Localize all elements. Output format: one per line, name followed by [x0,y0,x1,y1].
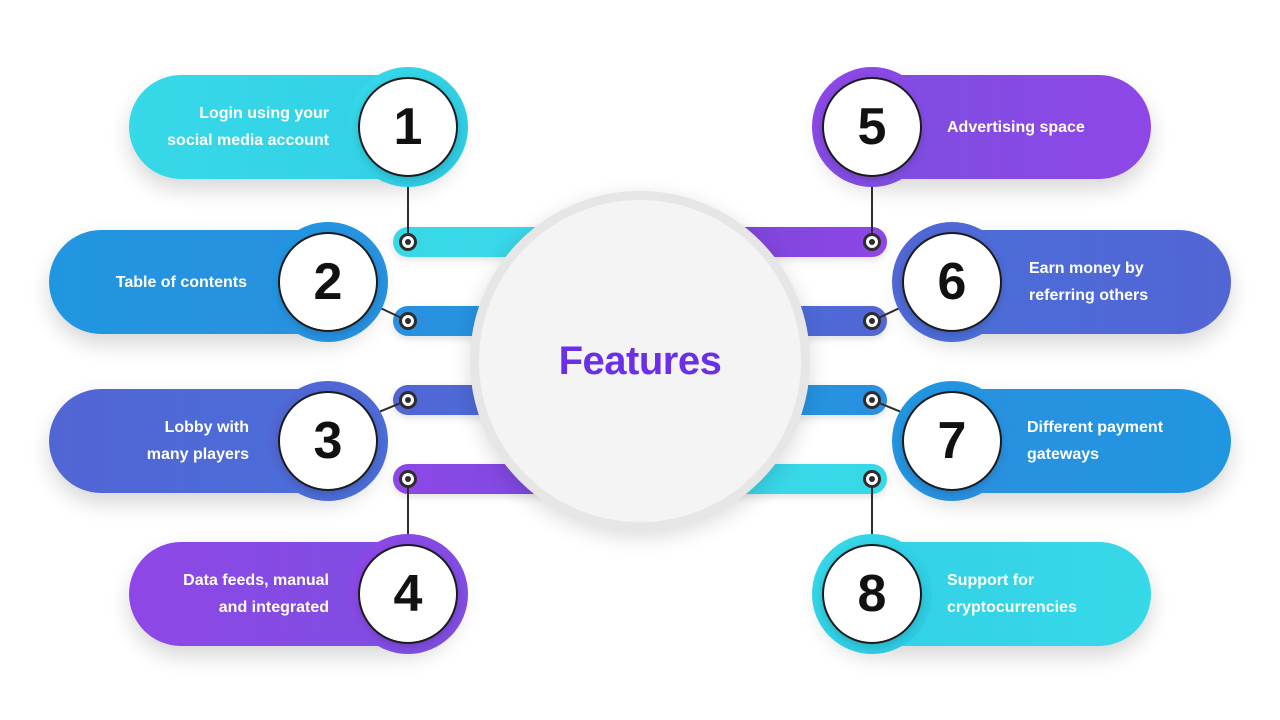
number-badge-3: 3 [268,381,388,501]
number-badge-7: 7 [892,381,1012,501]
number-8: 8 [822,544,922,644]
feature-text-2: Table of contents [59,230,247,334]
feature-text-5: Advertising space [947,75,1142,179]
feature-text-8-line-1: Support for [947,572,1035,589]
number-5: 5 [822,77,922,177]
number-1: 1 [358,77,458,177]
feature-text-7: Different payment gateways [1027,389,1224,493]
connector-dot-6 [863,312,881,330]
number-badge-2: 2 [268,222,388,342]
connector-dot-8 [863,470,881,488]
feature-text-1-line-2: social media account [167,132,329,149]
feature-text-6: Earn money by referring others [1029,230,1224,334]
feature-text-7-line-2: gateways [1027,446,1100,463]
number-2: 2 [278,232,378,332]
connector-dot-4 [399,470,417,488]
feature-text-5-line-1: Advertising space [947,118,1085,136]
feature-text-4-line-1: Data feeds, manual [183,572,329,589]
number-6: 6 [902,232,1002,332]
feature-text-4: Data feeds, manual and integrated [139,542,329,646]
number-badge-5: 5 [812,67,932,187]
connector-dot-2 [399,312,417,330]
connector-dot-3 [399,391,417,409]
feature-text-1: Login using your social media account [139,75,329,179]
feature-text-4-line-2: and integrated [218,599,329,616]
feature-text-3: Lobby with many players [59,389,249,493]
feature-text-2-line-1: Table of contents [115,273,247,291]
number-4: 4 [358,544,458,644]
feature-text-1-line-1: Login using your [199,105,329,122]
connector-dot-1 [399,233,417,251]
feature-text-6-line-1: Earn money by [1029,260,1144,277]
feature-text-8-line-2: cryptocurrencies [947,599,1077,616]
feature-text-3-line-1: Lobby with [164,419,249,436]
number-badge-8: 8 [812,534,932,654]
number-3: 3 [278,391,378,491]
number-badge-4: 4 [348,534,468,654]
center-circle: Features [470,191,810,531]
connector-dot-7 [863,391,881,409]
feature-text-3-line-2: many players [146,446,249,463]
number-badge-6: 6 [892,222,1012,342]
diagram-title: Features [558,338,722,383]
feature-text-7-line-1: Different payment [1027,419,1164,436]
number-badge-1: 1 [348,67,468,187]
number-7: 7 [902,391,1002,491]
connector-dot-5 [863,233,881,251]
feature-text-6-line-2: referring others [1029,287,1149,304]
feature-text-8: Support for cryptocurrencies [947,542,1142,646]
